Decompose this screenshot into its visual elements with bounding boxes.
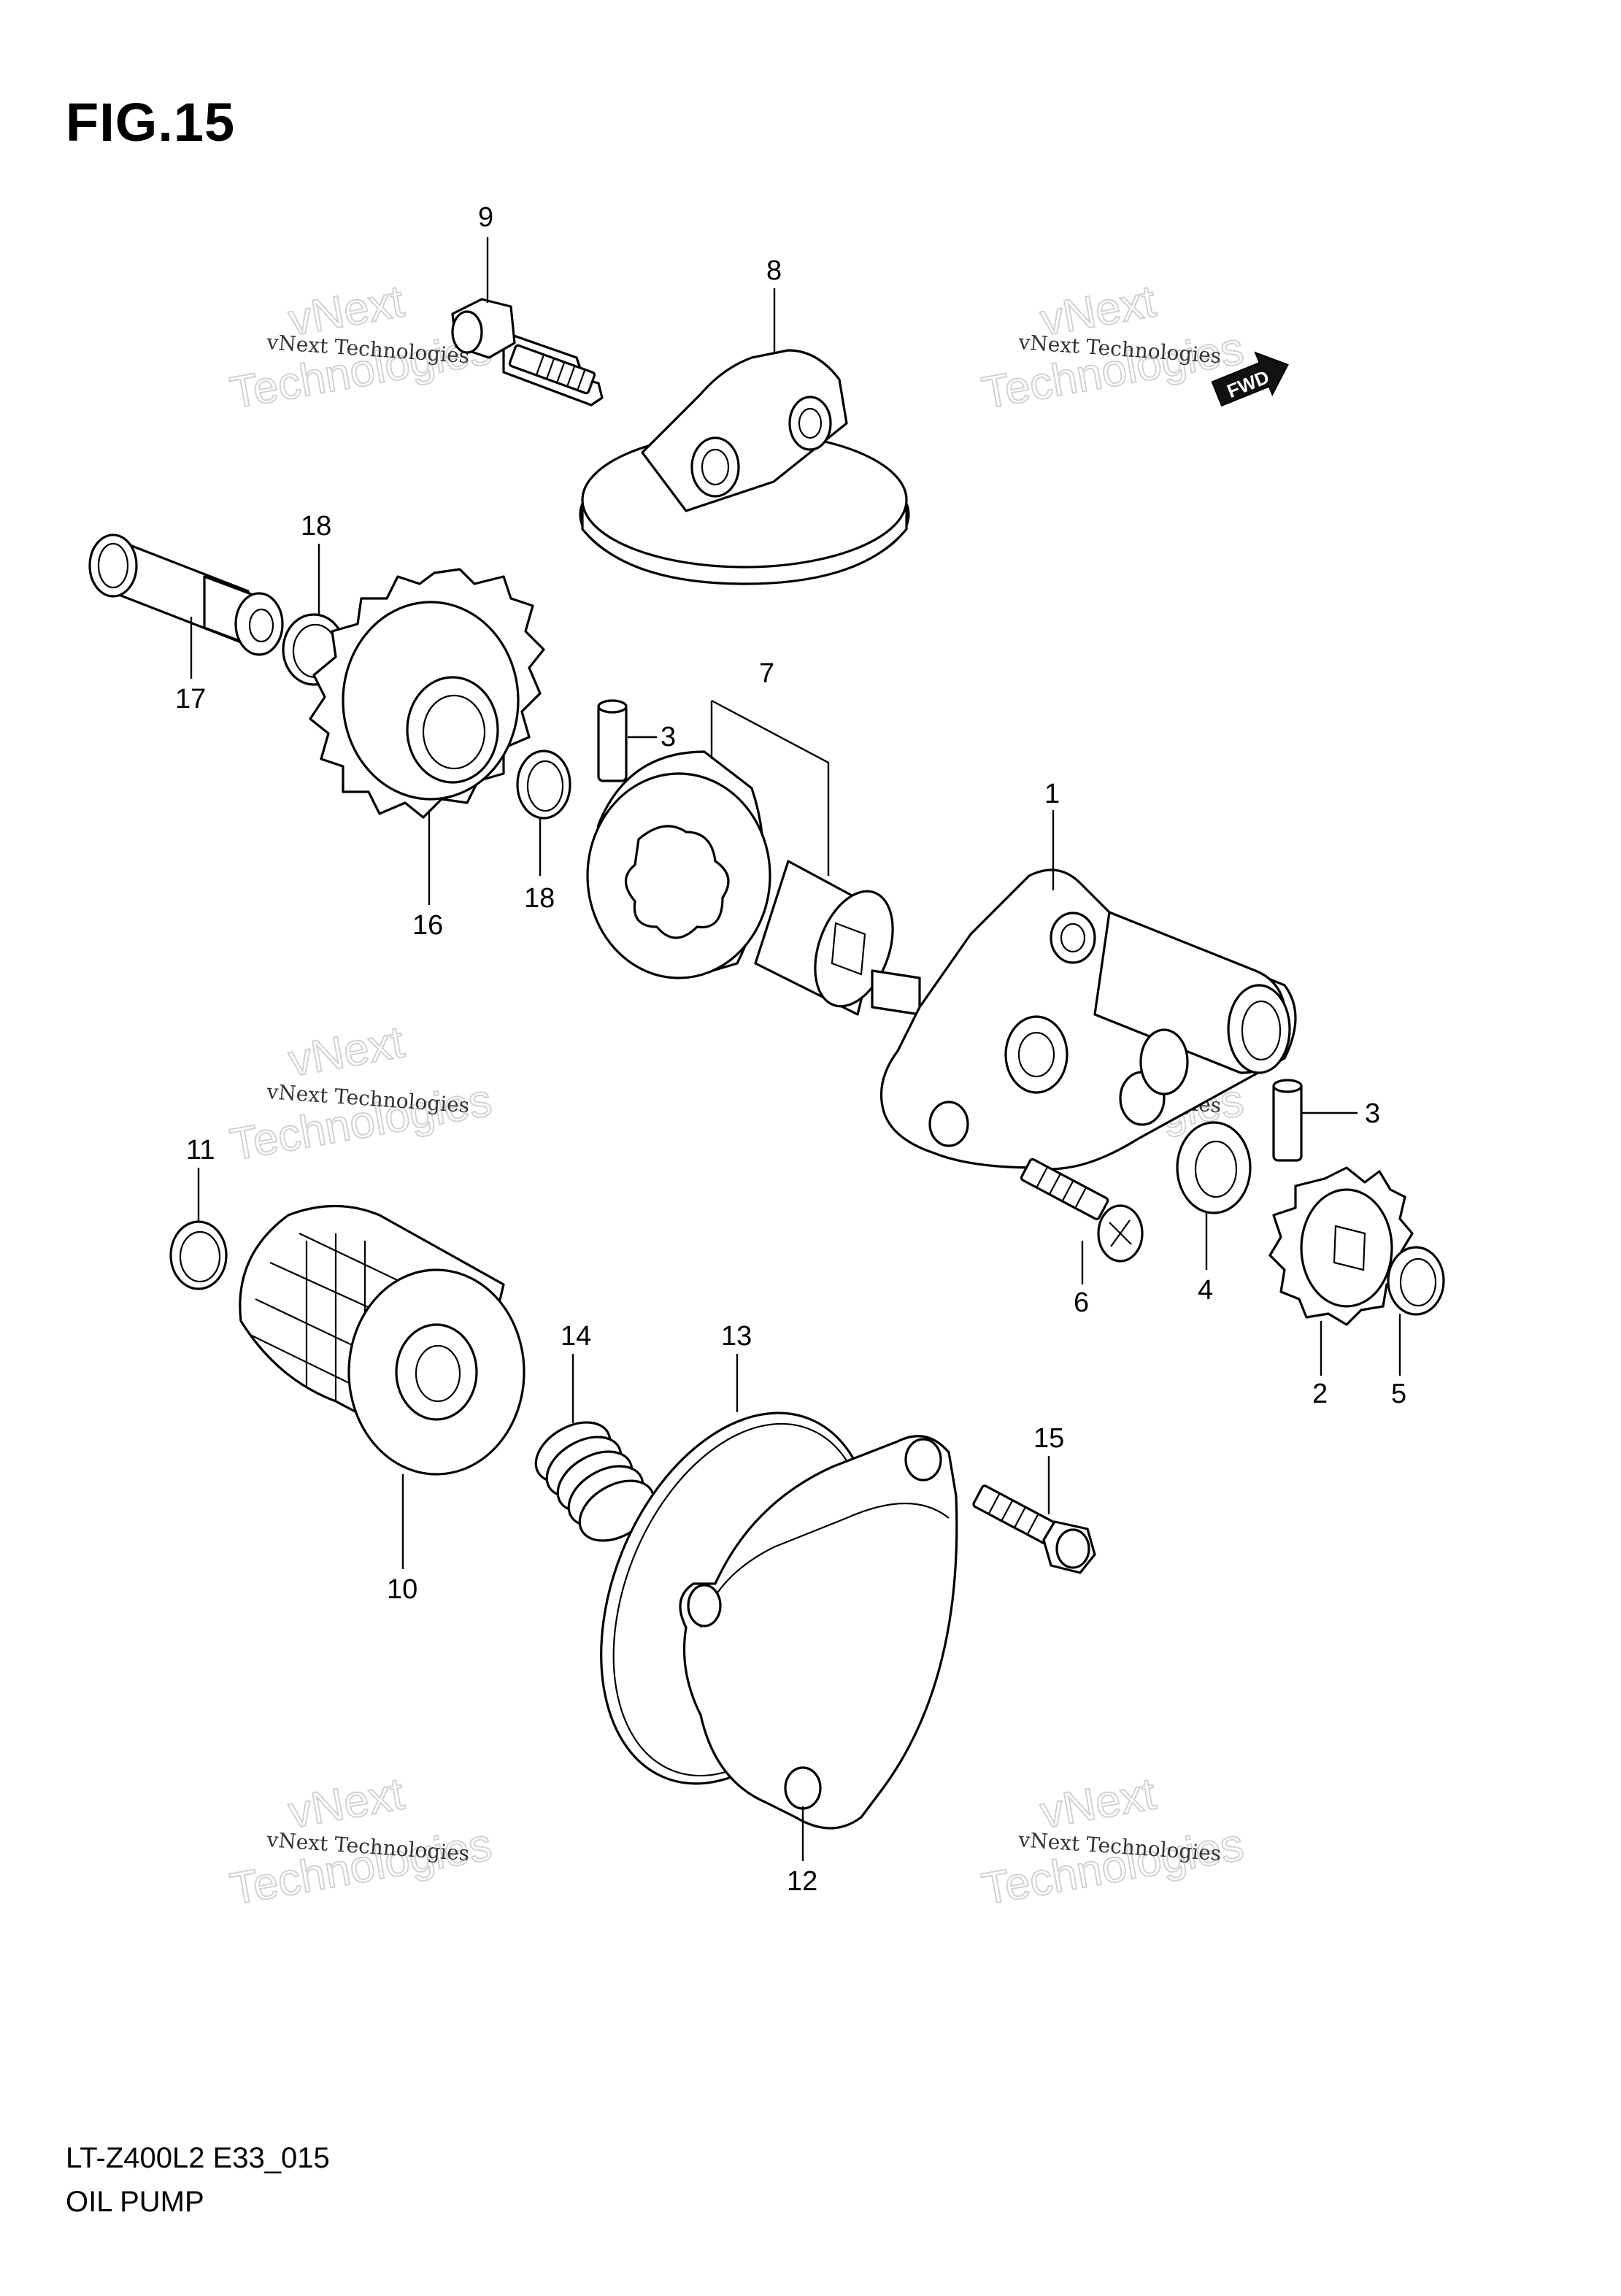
callout-10: 10 (387, 1574, 417, 1605)
part-12-filter-cover (679, 1435, 958, 1830)
footer-diagram-code: LT-Z400L2 E33_015 (66, 2142, 330, 2174)
svg-text:vNext: vNext (285, 1017, 407, 1086)
part-18-circlip-mid (516, 750, 571, 820)
part-1-pump-body (871, 868, 1297, 1171)
watermark-bottom-right: vNext Technologies vNext Technologies (977, 1768, 1247, 1915)
callout-5: 5 (1391, 1379, 1406, 1409)
callout-6: 6 (1074, 1287, 1089, 1318)
part-8-filter-cap (579, 349, 910, 585)
callout-3-top: 3 (661, 722, 676, 752)
callout-18-mid: 18 (524, 883, 555, 914)
part-10-oil-filter (239, 1204, 525, 1476)
watermark-bottom-left: vNext Technologies vNext Technologies (226, 1768, 496, 1915)
leader-lines (190, 237, 1401, 1861)
callout-7: 7 (759, 658, 774, 689)
callout-8: 8 (766, 255, 782, 286)
part-7-rotor-set (586, 699, 894, 1016)
callout-11: 11 (186, 1135, 215, 1166)
callout-18-top: 18 (301, 511, 331, 542)
svg-text:vNext: vNext (285, 1768, 407, 1838)
part-5-circlip (1387, 1246, 1445, 1316)
part-15-bolt (972, 1484, 1096, 1574)
callout-4: 4 (1198, 1275, 1213, 1306)
part-4-washer (1176, 1121, 1252, 1214)
callout-17: 17 (175, 684, 206, 714)
svg-text:vNext: vNext (1036, 1768, 1159, 1838)
figure-title: FIG.15 (66, 92, 236, 153)
callout-9: 9 (478, 202, 493, 233)
watermark-top-left: vNext Technologies vNext Technologies (226, 275, 496, 419)
footer-diagram-name: OIL PUMP (66, 2186, 204, 2218)
part-3-dowel-pin-top (597, 699, 628, 782)
callout-14: 14 (561, 1321, 591, 1352)
callout-numbers: 9 8 18 17 7 3 1 18 16 3 11 4 6 14 13 2 5… (175, 202, 1406, 1897)
watermark-top-right: vNext Technologies vNext Technologies (977, 275, 1247, 419)
callout-3-right: 3 (1365, 1098, 1380, 1129)
callout-1: 1 (1044, 779, 1060, 809)
callout-13: 13 (721, 1321, 752, 1352)
part-16-gear (309, 568, 545, 819)
part-6-screw (1020, 1157, 1144, 1263)
part-2-gear-small (1268, 1166, 1414, 1326)
part-11-o-ring (169, 1220, 228, 1290)
part-17-shaft (88, 533, 284, 656)
watermark-middle-left: vNext Technologies vNext Technologies (226, 1016, 496, 1171)
callout-2: 2 (1312, 1379, 1328, 1409)
part-9-bolt (451, 298, 604, 407)
callout-16: 16 (412, 910, 443, 941)
callout-15: 15 (1033, 1423, 1064, 1454)
callout-12: 12 (787, 1866, 817, 1897)
part-3-dowel-pin-right (1272, 1079, 1303, 1162)
